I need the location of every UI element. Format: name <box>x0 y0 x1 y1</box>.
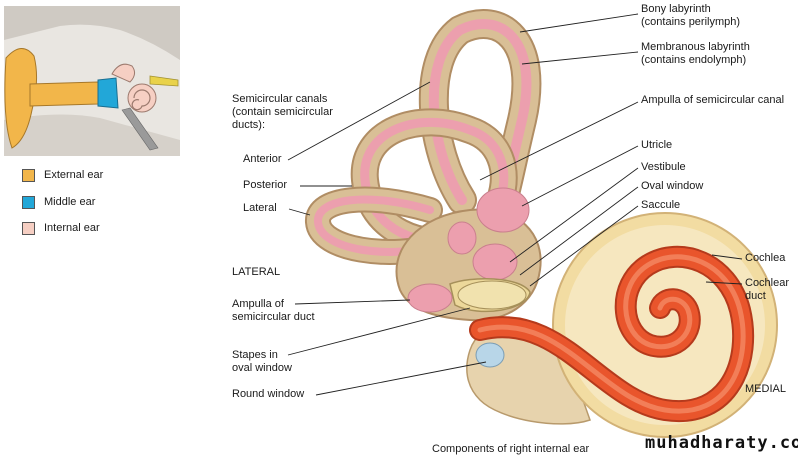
label-lateral-direction: LATERAL <box>232 266 281 278</box>
legend-label: Internal ear <box>44 222 100 234</box>
utricle <box>476 187 530 233</box>
label-ampulla-semicircular-canal: Ampulla of semicircular canal <box>641 94 785 106</box>
ampulla-duct <box>407 283 453 313</box>
middle-ear-region <box>97 77 119 109</box>
label-cochlea: Cochlea <box>745 252 786 264</box>
label-cochlear-duct: Cochlear duct <box>745 277 790 302</box>
label-vestibule: Vestibule <box>641 161 686 173</box>
leader-ampulla-duct <box>294 299 411 305</box>
leader-anterior <box>287 81 431 161</box>
semicircular-canals <box>305 9 542 265</box>
leader-cochlea <box>711 254 743 260</box>
label-semicircular-canals: Semicircular canals (contain semicircula… <box>232 93 333 131</box>
leader-oval-window <box>519 186 639 276</box>
label-utricle: Utricle <box>641 139 673 151</box>
leader-vestibule <box>509 167 639 263</box>
leader-utricle <box>521 145 639 207</box>
label-medial-direction: MEDIAL <box>745 383 786 395</box>
label-oval-window: Oval window <box>641 180 704 192</box>
leader-membranous-labyrinth <box>521 51 639 65</box>
label-anterior: Anterior <box>243 153 282 165</box>
leader-stapes <box>287 307 471 356</box>
leader-saccule <box>529 205 639 287</box>
figure-caption: Components of right internal ear <box>432 443 590 455</box>
leader-cochlear-duct <box>705 281 743 285</box>
legend-label: Middle ear <box>44 196 96 208</box>
label-ampulla-semicircular-duct: Ampulla of semicircular duct <box>232 298 315 323</box>
watermark-text: muhadharaty.com <box>645 433 798 453</box>
external-ear-swatch <box>22 169 35 182</box>
legend-label: External ear <box>44 169 104 181</box>
internal-ear-swatch <box>22 222 35 235</box>
label-lateral: Lateral <box>243 202 277 214</box>
leader-round-window <box>315 361 487 396</box>
leader-bony-labyrinth <box>519 13 639 33</box>
middle-ear-swatch <box>22 196 35 209</box>
label-stapes-oval-window: Stapes in oval window <box>232 349 292 374</box>
label-saccule: Saccule <box>641 199 681 211</box>
label-round-window: Round window <box>232 388 305 400</box>
leader-lateral <box>288 208 311 216</box>
vestibule-body <box>395 187 542 322</box>
external-ear-region <box>4 48 38 149</box>
label-bony-labyrinth: Bony labyrinth (contains perilymph) <box>641 3 741 28</box>
round-window <box>475 342 505 368</box>
inset-cochlea <box>127 83 157 113</box>
oval-window-stapes <box>457 280 527 310</box>
leader-lines <box>287 13 743 396</box>
leader-ampulla-canal <box>479 101 639 181</box>
label-membranous-labyrinth: Membranous labyrinth (contains endolymph… <box>641 41 750 66</box>
ear-inset-illustration <box>4 6 180 156</box>
cochlea <box>466 212 778 438</box>
label-posterior: Posterior <box>243 179 288 191</box>
